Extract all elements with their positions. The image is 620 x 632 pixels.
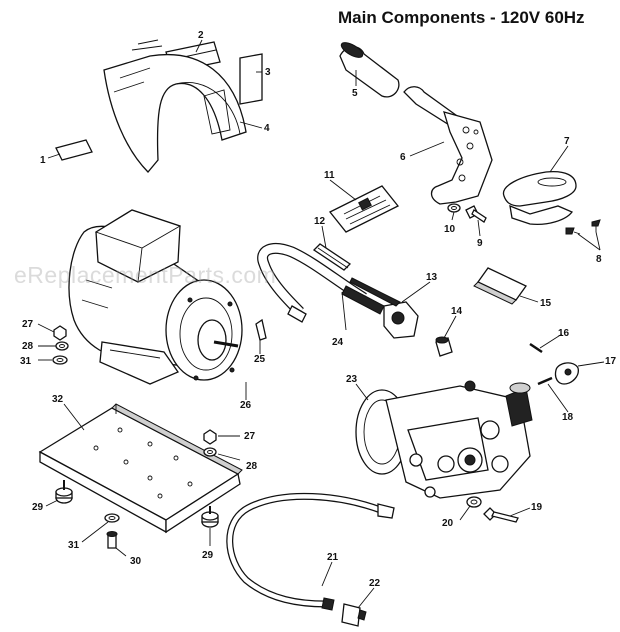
part-29-foot-right [201, 506, 219, 528]
callout-27-center: 27 [244, 431, 256, 442]
callout-9: 9 [477, 238, 483, 249]
callout-25: 25 [254, 354, 266, 365]
part-28-washer-center [203, 447, 217, 457]
part-11-label-plate [328, 185, 400, 233]
callout-8: 8 [596, 254, 602, 265]
callout-labels: 1 2 3 4 5 6 7 8 9 10 11 12 13 14 15 16 1… [20, 30, 617, 589]
part-5-handle-grip [339, 42, 400, 98]
part-10-washer [447, 203, 461, 213]
callout-13: 13 [426, 272, 438, 283]
part-23-pump [355, 380, 533, 499]
callout-15: 15 [540, 298, 552, 309]
part-6-handle-frame [403, 86, 493, 205]
part-20-washer [466, 496, 482, 508]
part-13-valve [349, 277, 419, 339]
part-14-plug [435, 336, 453, 357]
callout-23: 23 [346, 374, 358, 385]
part-19-bolt [483, 507, 519, 523]
part-27-nut-left [53, 325, 67, 341]
callout-30: 30 [130, 556, 142, 567]
callout-28-center: 28 [246, 461, 258, 472]
callout-32: 32 [52, 394, 64, 405]
leader-lines [37, 39, 605, 609]
callout-22: 22 [369, 578, 381, 589]
callout-7: 7 [564, 136, 570, 147]
callout-26: 26 [240, 400, 252, 411]
part-21-hose [226, 492, 395, 611]
callout-17: 17 [605, 356, 617, 367]
callout-2: 2 [198, 30, 204, 41]
callout-1: 1 [40, 155, 46, 166]
callout-11: 11 [324, 170, 335, 181]
callout-28-left: 28 [22, 341, 34, 352]
part-17-clamp [554, 362, 579, 385]
callout-31-left: 31 [20, 356, 32, 367]
part-26-motor [68, 209, 243, 385]
part-32-base-plate [38, 403, 243, 534]
part-1-decal [55, 139, 93, 161]
diagram-title: Main Components - 120V 60Hz [338, 8, 585, 27]
callout-12: 12 [314, 216, 326, 227]
callout-16: 16 [558, 328, 570, 339]
callout-20: 20 [442, 518, 454, 529]
part-25-key [255, 318, 267, 341]
callout-18: 18 [562, 412, 574, 423]
part-3-label [239, 53, 263, 105]
callout-29-left: 29 [32, 502, 44, 513]
callout-6: 6 [400, 152, 406, 163]
part-8-screws [565, 219, 601, 235]
callout-31-bottom: 31 [68, 540, 80, 551]
callout-19: 19 [531, 502, 543, 513]
part-24-inlet-hose [257, 243, 385, 323]
callout-24: 24 [332, 337, 344, 348]
callout-5: 5 [352, 88, 358, 99]
part-30-screw [106, 531, 118, 549]
callout-3: 3 [265, 67, 271, 78]
callout-21: 21 [327, 552, 339, 563]
part-16-pin [529, 342, 543, 354]
part-7-foot [502, 170, 577, 226]
part-31-washer-left [52, 355, 68, 365]
part-27-nut-center [203, 429, 217, 445]
part-29-foot-left [55, 480, 73, 504]
part-12-sleeve [312, 243, 352, 271]
callout-4: 4 [264, 123, 270, 134]
part-4-motor-cover [103, 39, 247, 173]
callout-10: 10 [444, 224, 456, 235]
callout-14: 14 [451, 306, 463, 317]
part-15-bracket [473, 267, 527, 305]
part-28-washer-left [55, 341, 69, 351]
part-18-pin [537, 376, 553, 386]
part-31-washer-bottom [104, 513, 120, 523]
callout-29-right: 29 [202, 550, 214, 561]
watermark: eReplacementParts.com [14, 262, 277, 288]
part-22-coupler [341, 603, 367, 627]
callout-27-left: 27 [22, 319, 34, 330]
part-9-bolt [465, 205, 487, 223]
